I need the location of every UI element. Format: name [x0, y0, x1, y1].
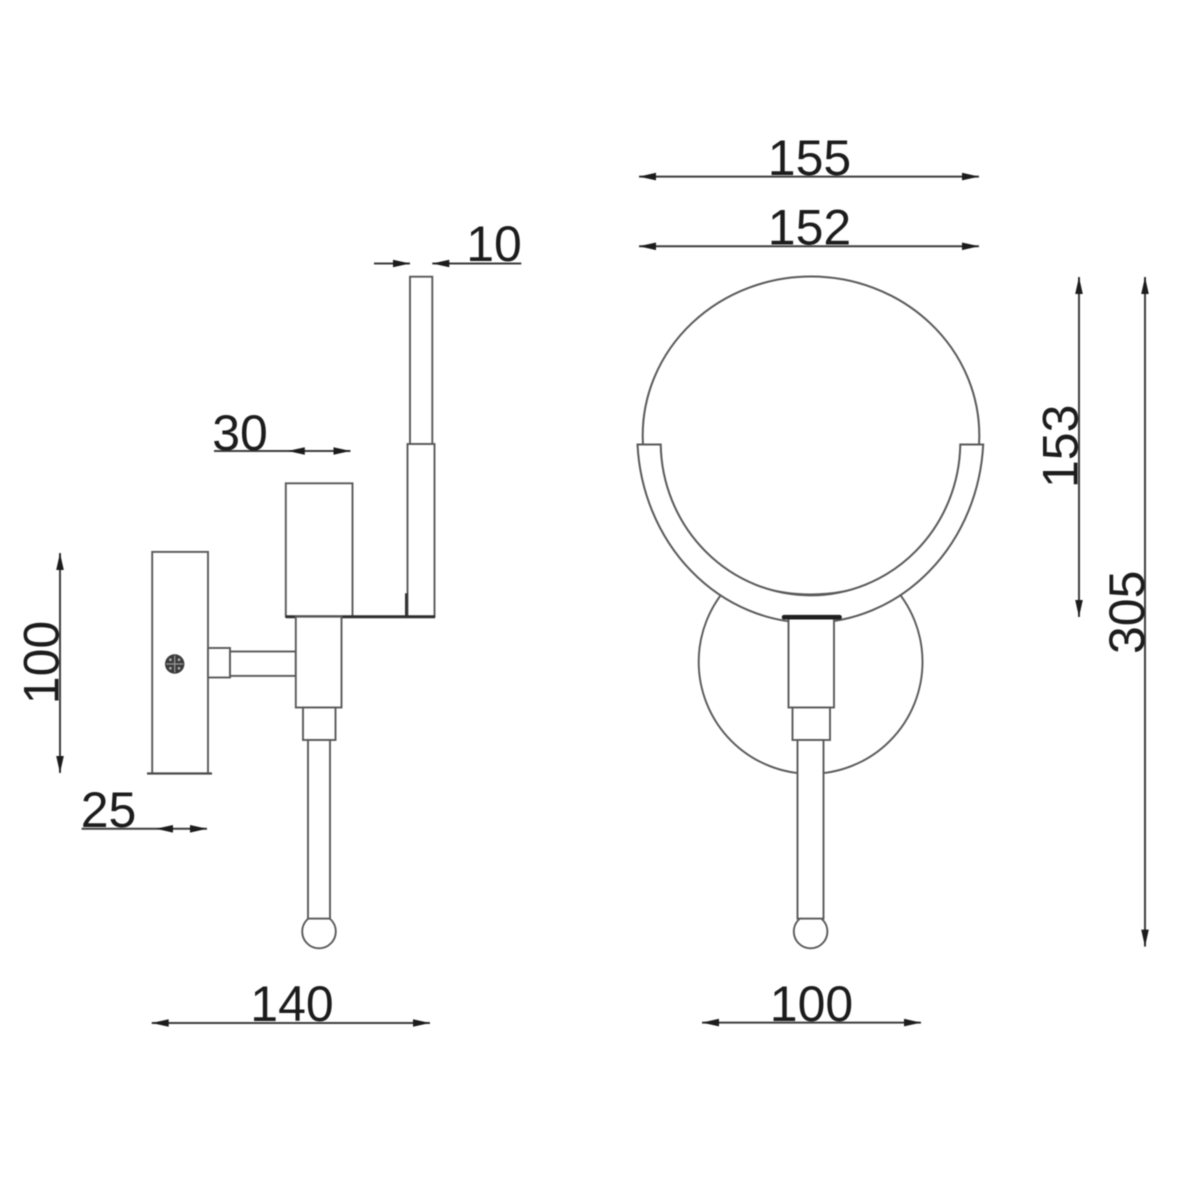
svg-text:140: 140: [250, 976, 333, 1032]
svg-text:100: 100: [770, 976, 853, 1032]
svg-text:10: 10: [466, 216, 522, 272]
svg-text:153: 153: [1033, 405, 1089, 488]
svg-text:155: 155: [768, 130, 851, 186]
svg-text:25: 25: [81, 782, 137, 838]
svg-text:100: 100: [13, 621, 69, 704]
svg-text:152: 152: [768, 200, 851, 256]
svg-text:30: 30: [212, 405, 268, 461]
svg-text:305: 305: [1099, 571, 1155, 654]
